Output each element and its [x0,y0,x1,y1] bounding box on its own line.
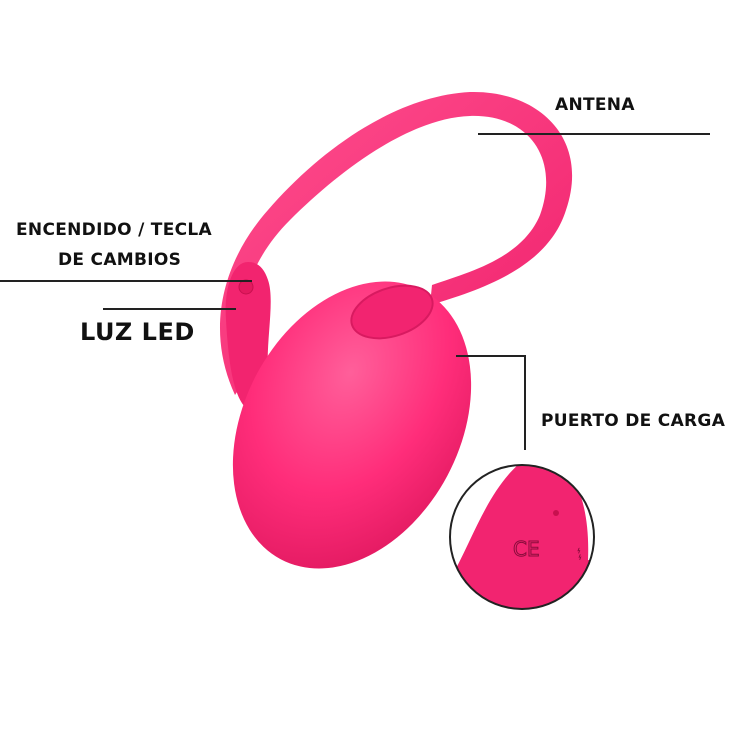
device-egg-body [232,281,472,569]
label-power-line2: DE CAMBIOS [58,250,182,270]
device-bump [350,284,434,340]
charging-port-icon [553,510,559,516]
device-antenna [219,91,573,395]
callout-lines [0,133,710,450]
label-led: LUZ LED [80,318,195,346]
port-callout-line [456,355,526,450]
inset-small-text-icon: ⌁⌁ [572,546,587,561]
label-power-line1: ENCENDIDO / TECLA [16,220,212,240]
ce-marking: CE [513,537,540,561]
label-charging-port: PUERTO DE CARGA [541,411,726,431]
power-button-icon [238,279,254,295]
charging-port-inset: CE ⌁⌁ [449,464,595,610]
label-antenna: ANTENA [555,95,635,115]
